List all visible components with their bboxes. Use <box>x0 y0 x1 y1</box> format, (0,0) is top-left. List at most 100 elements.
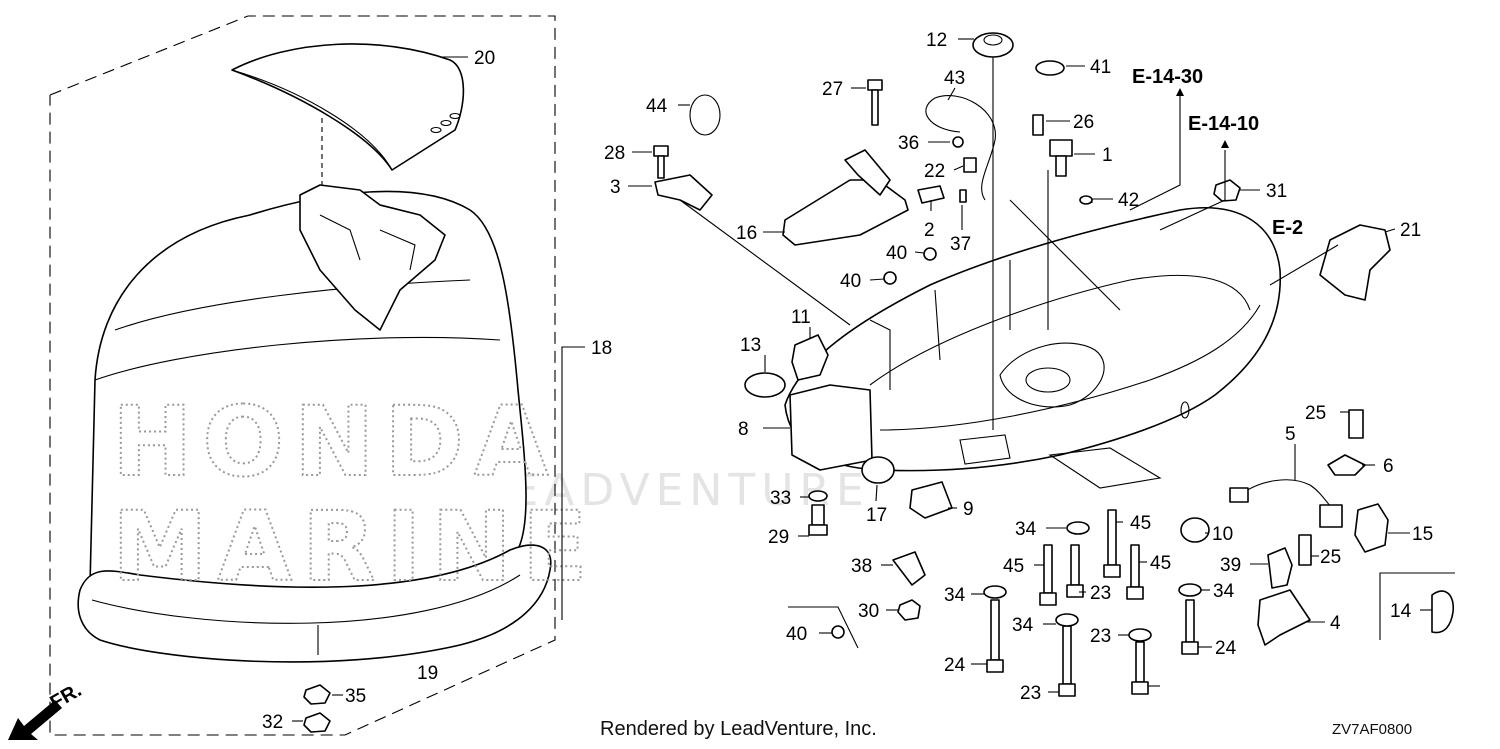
callout-25b[interactable]: 25 <box>1320 547 1341 568</box>
callout-20[interactable]: 20 <box>474 48 495 69</box>
callout-34b[interactable]: 34 <box>1213 581 1235 602</box>
part-clamp-38 <box>892 551 926 586</box>
part-cap-13 <box>744 372 786 398</box>
direction-arrow-icon <box>8 700 62 740</box>
callout-23b[interactable]: 24 <box>1215 638 1237 659</box>
watermark-leadventure: LEADVENTURE <box>480 465 870 516</box>
callout-numbers: 20 18 19 35 32 12 41 43 27 44 28 36 26 1… <box>262 30 1433 733</box>
part-lower-cover <box>784 207 1282 489</box>
callout-27[interactable]: 27 <box>822 79 843 100</box>
callout-8[interactable]: 8 <box>738 419 749 440</box>
part-clamp-6 <box>1327 454 1366 476</box>
watermark-honda: HONDA <box>112 386 558 498</box>
callout-26[interactable]: 26 <box>1073 112 1094 133</box>
callout-28[interactable]: 28 <box>604 143 625 164</box>
part-plug-40c <box>831 625 845 639</box>
part-washer-33 <box>808 490 828 502</box>
callout-35[interactable]: 35 <box>345 686 366 707</box>
callout-14[interactable]: 14 <box>1390 601 1412 622</box>
callout-36[interactable]: 36 <box>898 133 919 154</box>
callout-34c[interactable]: 34 <box>944 585 966 606</box>
callout-30[interactable]: 30 <box>858 601 879 622</box>
part-clip-37 <box>959 189 967 203</box>
part-grommet-10 <box>1180 517 1210 543</box>
part-grommet-39 <box>1267 547 1293 589</box>
callout-6[interactable]: 6 <box>1383 456 1394 477</box>
part-screw-28 <box>653 145 669 179</box>
callout-24a[interactable]: 24 <box>944 655 966 676</box>
assembly-frame <box>49 15 556 736</box>
callout-40c[interactable]: 40 <box>786 624 807 645</box>
callout-43[interactable]: 43 <box>944 68 965 89</box>
callout-40b[interactable]: 40 <box>840 271 861 292</box>
callout-45c[interactable]: 45 <box>1150 553 1171 574</box>
callout-17[interactable]: 17 <box>866 505 887 526</box>
callout-34e[interactable]: 23 <box>1090 626 1111 647</box>
part-fitting-22 <box>963 157 977 173</box>
part-plug-40b <box>883 271 897 285</box>
callout-5[interactable]: 5 <box>1285 424 1296 445</box>
callout-9[interactable]: 9 <box>963 499 974 520</box>
callout-22[interactable]: 22 <box>924 161 945 182</box>
callout-18[interactable]: 18 <box>591 338 612 359</box>
callout-40a[interactable]: 40 <box>886 243 907 264</box>
footer-rendered-by: Rendered by LeadVenture, Inc. <box>600 718 877 740</box>
part-nut-31 <box>1213 179 1241 202</box>
callout-3[interactable]: 3 <box>610 177 621 198</box>
callout-31[interactable]: 31 <box>1266 181 1287 202</box>
callout-33[interactable]: 33 <box>770 488 791 509</box>
callout-45a[interactable]: 45 <box>1130 513 1151 534</box>
part-screw-26 <box>1032 114 1044 136</box>
part-bolts-group <box>983 509 1202 697</box>
callout-15[interactable]: 15 <box>1412 524 1433 545</box>
callout-41[interactable]: 41 <box>1090 57 1111 78</box>
part-nut-small <box>303 684 331 733</box>
part-bolt-25b <box>1298 534 1312 566</box>
callout-25a[interactable]: 25 <box>1305 403 1326 424</box>
part-grommet-11 <box>791 334 829 381</box>
callout-37[interactable]: 37 <box>950 234 971 255</box>
callout-44[interactable]: 44 <box>646 96 668 117</box>
callout-38[interactable]: 38 <box>851 556 872 577</box>
callout-12[interactable]: 12 <box>926 30 947 51</box>
callout-24b[interactable]: 23 <box>1020 683 1041 704</box>
part-bolt-27 <box>867 79 883 126</box>
part-grommet-15 <box>1354 503 1389 553</box>
watermark-marine: MARINE <box>112 491 597 603</box>
callout-39[interactable]: 39 <box>1220 555 1241 576</box>
drawing-code: ZV7AF0800 <box>1332 721 1413 738</box>
callout-34a[interactable]: 34 <box>1015 519 1037 540</box>
part-clip-36 <box>952 136 964 148</box>
part-top-lid <box>231 43 465 171</box>
part-bracket-4 <box>1257 589 1311 646</box>
part-clip-44 <box>689 94 721 136</box>
leader-lines <box>292 38 1432 722</box>
callout-13[interactable]: 13 <box>740 335 761 356</box>
callout-45b[interactable]: 45 <box>1003 556 1024 577</box>
part-washer-42 <box>1079 195 1093 205</box>
part-bolt-29 <box>808 504 828 536</box>
callout-23a[interactable]: 23 <box>1090 583 1111 604</box>
ref-e-2[interactable]: E-2 <box>1272 217 1303 239</box>
part-grommet-9 <box>909 481 953 519</box>
callout-1[interactable]: 1 <box>1102 145 1113 166</box>
callout-34d[interactable]: 34 <box>1012 615 1034 636</box>
callout-10[interactable]: 10 <box>1212 524 1233 545</box>
callout-29[interactable]: 29 <box>768 527 789 548</box>
part-cover-seal <box>77 544 552 663</box>
callout-32[interactable]: 32 <box>262 712 283 733</box>
part-bolt-25a <box>1348 409 1364 439</box>
part-plate-14 <box>1431 590 1455 634</box>
callout-42[interactable]: 42 <box>1118 190 1139 211</box>
callout-11[interactable]: 11 <box>791 307 811 328</box>
ref-e-14-30[interactable]: E-14-30 <box>1132 66 1203 88</box>
callout-16[interactable]: 16 <box>736 223 757 244</box>
callout-4[interactable]: 4 <box>1330 613 1341 634</box>
callout-21[interactable]: 21 <box>1400 220 1421 241</box>
callout-2[interactable]: 2 <box>924 220 935 241</box>
callout-19[interactable]: 19 <box>417 663 438 684</box>
part-fitting-2 <box>917 185 945 204</box>
ref-e-14-10[interactable]: E-14-10 <box>1188 113 1259 135</box>
part-plug-40a <box>923 247 937 261</box>
